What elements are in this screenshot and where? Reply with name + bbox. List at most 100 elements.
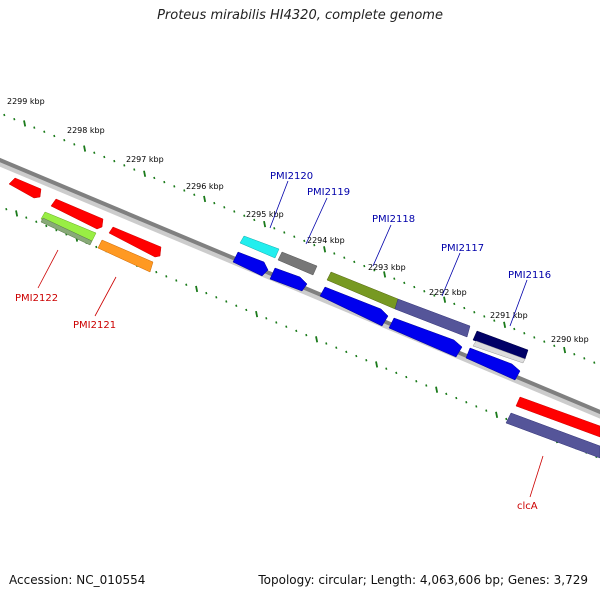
major-tick xyxy=(435,386,439,393)
minor-tick xyxy=(213,201,216,205)
genome-summary-text: Topology: circular; Length: 4,063,606 bp… xyxy=(258,573,588,587)
map-title: Proteus mirabilis HI4320, complete genom… xyxy=(157,8,443,23)
scale-label: 2291 kbp xyxy=(490,311,528,320)
major-tick xyxy=(23,120,27,127)
major-tick xyxy=(315,336,319,343)
minor-tick xyxy=(543,340,546,343)
gene-arrow xyxy=(269,267,308,292)
minor-tick xyxy=(403,281,406,285)
minor-tick xyxy=(433,294,436,297)
gene-PMI2117 xyxy=(394,298,471,338)
minor-tick xyxy=(63,138,66,142)
accession-text: Accession: NC_010554 xyxy=(9,573,146,587)
minor-tick xyxy=(33,126,36,129)
minor-tick xyxy=(53,134,56,138)
minor-tick xyxy=(295,329,298,333)
minor-tick xyxy=(35,220,38,224)
gene-arrow xyxy=(472,340,526,364)
major-tick xyxy=(443,296,447,303)
minor-tick xyxy=(513,327,516,331)
major-tick xyxy=(195,285,199,293)
minor-tick xyxy=(395,371,398,375)
minor-tick xyxy=(415,380,418,383)
minor-tick xyxy=(233,210,236,213)
minor-tick xyxy=(345,350,348,354)
gene-label: PMI2118 xyxy=(372,214,415,225)
forward-genes xyxy=(8,177,600,438)
minor-tick xyxy=(523,331,526,335)
minor-tick xyxy=(573,352,576,356)
gene-arrow xyxy=(319,286,389,327)
minor-tick xyxy=(155,270,158,274)
minor-tick xyxy=(325,342,328,345)
minor-tick xyxy=(205,291,208,295)
minor-tick xyxy=(413,285,416,289)
minor-tick xyxy=(463,306,466,310)
gene-label: clcA xyxy=(517,501,538,512)
gene-arrow xyxy=(388,317,463,358)
scale-labels: 2299 kbp 2298 kbp 2297 kbp 2296 kbp 2295… xyxy=(7,97,589,344)
connector-line xyxy=(94,276,117,317)
minor-tick xyxy=(273,227,276,230)
minor-tick xyxy=(313,243,316,247)
minor-tick xyxy=(393,277,396,280)
gene-label: PMI2116 xyxy=(508,270,551,281)
scale-label: 2295 kbp xyxy=(246,210,284,219)
scale-label: 2292 kbp xyxy=(429,288,467,297)
minor-tick xyxy=(445,392,448,396)
gene-labels: PMI2120 PMI2119 PMI2118 PMI2117 PMI2116 … xyxy=(15,171,551,512)
scale-label: 2298 kbp xyxy=(67,126,105,135)
minor-tick xyxy=(173,185,176,188)
gene-arrow xyxy=(232,251,269,277)
minor-tick xyxy=(455,396,458,400)
scale-label: 2294 kbp xyxy=(307,236,345,245)
minor-tick xyxy=(355,354,358,358)
major-tick xyxy=(83,145,87,152)
minor-tick xyxy=(305,333,308,337)
minor-tick xyxy=(55,228,58,232)
scale-label: 2290 kbp xyxy=(551,335,589,344)
minor-tick xyxy=(483,315,486,318)
scale-ticks-outer xyxy=(3,113,596,364)
gene-label: PMI2122 xyxy=(15,293,58,304)
minor-tick xyxy=(215,296,218,299)
scale-label: 2296 kbp xyxy=(186,182,224,191)
minor-tick xyxy=(593,361,596,364)
minor-tick xyxy=(165,275,168,278)
gene-PMI2121 xyxy=(97,239,154,273)
minor-tick xyxy=(353,260,356,264)
minor-tick xyxy=(485,409,488,412)
minor-tick xyxy=(265,317,268,320)
minor-tick xyxy=(583,357,586,360)
minor-tick xyxy=(473,311,476,314)
major-tick xyxy=(15,210,19,217)
major-tick xyxy=(203,195,207,203)
major-tick xyxy=(323,246,327,253)
major-tick xyxy=(503,321,507,329)
minor-tick xyxy=(113,159,116,163)
minor-tick xyxy=(103,155,106,159)
gene-arrow xyxy=(505,412,600,459)
minor-tick xyxy=(405,375,408,379)
gene-clcA xyxy=(515,396,600,438)
gene-arrow xyxy=(50,198,104,230)
major-tick xyxy=(143,170,147,177)
minor-tick xyxy=(533,336,536,339)
gene-arrow xyxy=(108,226,162,258)
major-tick xyxy=(383,271,387,278)
connector-line xyxy=(529,455,544,498)
minor-tick xyxy=(5,207,8,211)
minor-tick xyxy=(453,302,456,306)
minor-tick xyxy=(153,176,156,180)
minor-tick xyxy=(343,256,346,259)
minor-tick xyxy=(93,151,96,155)
gene-arrow xyxy=(465,347,521,381)
minor-tick xyxy=(335,346,338,349)
minor-tick xyxy=(193,193,196,196)
reverse-genes xyxy=(40,211,600,459)
minor-tick xyxy=(245,308,248,312)
minor-tick xyxy=(253,218,256,222)
minor-tick xyxy=(385,367,388,370)
connector-line xyxy=(441,252,461,297)
minor-tick xyxy=(73,143,76,146)
